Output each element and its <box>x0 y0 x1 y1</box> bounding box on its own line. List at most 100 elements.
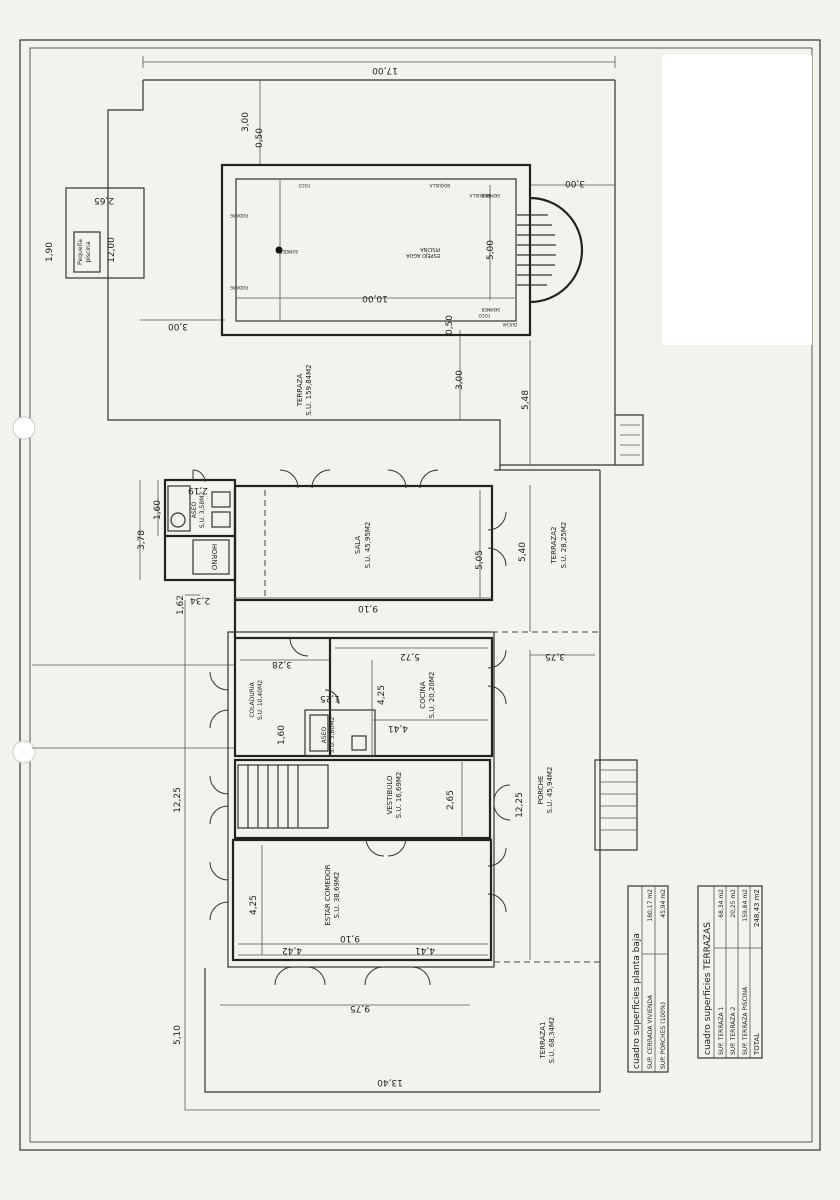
room-estar-area: S.U. 38,69M2 <box>333 872 341 919</box>
pool-tag: FOCO <box>299 183 310 188</box>
room-horno-name: HORNO <box>210 544 218 571</box>
table-terrazas-total-value: 248,43 m2 <box>753 889 761 927</box>
dim-terrace-gap: 3,00 <box>455 370 465 390</box>
pool-tag: DUCHA <box>502 322 517 327</box>
dim-bottom-width: 13,40 <box>377 1077 403 1087</box>
table-terrazas-row2-label: SUP. TERRAZA 2 <box>730 1007 737 1055</box>
dim-annex-small: 2,19 <box>188 485 208 495</box>
pool-drain-dot <box>275 246 283 254</box>
room-estar-name: ESTAR COMEDOR <box>324 864 332 925</box>
pool-tag: FOCO <box>479 313 490 318</box>
dimension-labels: 17,00 3,00 0,50 3,00 3,00 0,50 10,00 5,0… <box>45 65 585 1087</box>
dim-top-width: 17,00 <box>372 65 398 75</box>
pool-tag: RODAPIE <box>230 285 248 290</box>
pool-main-surface: ESPEJO AGUA <box>406 252 440 258</box>
room-cocina-area: S.U. 20,20M2 <box>428 672 436 719</box>
terraza1-outline <box>184 960 601 1111</box>
table-planta-row2-value: 45,94 m2 <box>660 889 667 918</box>
table-terrazas-row3-label: SUP. TERRAZA PISCINA <box>742 986 749 1055</box>
room-sala-area: S.U. 45,95M2 <box>364 522 372 569</box>
binder-hole-top <box>12 416 36 440</box>
room-sala-name: SALA <box>354 536 362 554</box>
dim-vest-h: 2,65 <box>446 790 456 810</box>
pool-tag: SUMIDERO <box>276 249 298 254</box>
dimension-lines-top <box>140 56 616 465</box>
room-labels: TERRAZA S.U. 159,84M2 ASEO S.U. 3,58M2 H… <box>191 364 568 1063</box>
pool-tag: SKIMMER <box>481 307 500 312</box>
dim-small-pool-w: 2,65 <box>94 195 114 205</box>
dim-pool-setback-top: 3,00 <box>241 112 251 132</box>
binder-hole-bottom <box>12 740 36 764</box>
room-aseo-area: S.U. 3,80M2 <box>329 717 336 753</box>
table-planta-row2-label: SUP. PORCHES (100%) <box>660 1002 667 1069</box>
table-planta-title: cuadro superficies planta baja <box>632 933 642 1069</box>
room-terraza1-name: TERRAZA1 <box>539 1022 547 1060</box>
table-terrazas-row1-value: 68,34 m2 <box>718 889 725 918</box>
dim-terrace-depth: 5,48 <box>521 390 531 410</box>
pool-main-label: PISCINA <box>420 246 440 252</box>
dim-annex-small2: 2,34 <box>190 595 210 605</box>
dim-cocina-h: 4,25 <box>377 685 387 705</box>
table-planta-baja: cuadro superficies planta baja SUP. CERR… <box>627 885 669 1073</box>
dim-aseo-d: 1,60 <box>277 725 287 745</box>
pool-terrace-outline <box>107 79 644 470</box>
table-planta-row1-label: SUP. CERRADA VIVIENDA <box>647 994 654 1069</box>
doors <box>209 469 511 986</box>
dim-terraza1-d: 5,10 <box>173 1025 183 1045</box>
dim-annex-h1: 1,60 <box>153 500 163 520</box>
sheet-outer-frame <box>19 39 821 1151</box>
room-coladuria-area: S.U. 10,40M2 <box>257 680 264 720</box>
table-terrazas-row2-value: 20,25 m2 <box>730 889 737 918</box>
room-terraza2-area: S.U. 28,25M2 <box>560 522 568 569</box>
table-terrazas: cuadro superficies TERRAZAS SUP. TERRAZA… <box>697 885 763 1059</box>
house-walls <box>227 484 495 968</box>
dim-porch-length: 12,25 <box>515 792 525 818</box>
pool-tags: RODAPIE RODAPIE SKIMMER SKIMMER FOCO BOQ… <box>77 183 517 327</box>
room-terraza2-name: TERRAZA2 <box>550 527 558 565</box>
room-vestibulo-area: S.U. 16,69M2 <box>395 772 403 819</box>
porch-outline <box>492 469 638 965</box>
dim-house-depth: 12,25 <box>173 787 183 813</box>
small-pool-label-2: piscina <box>85 241 92 262</box>
table-terrazas-total-label: TOTAL <box>753 1033 761 1056</box>
table-planta-row1-value: 180,17 m2 <box>647 889 654 922</box>
dim-estar-a: 4,42 <box>282 945 302 955</box>
dim-colada-w: 3,28 <box>272 659 292 669</box>
dim-small-pool-len: 12,00 <box>107 237 117 263</box>
room-aseo-ext-area: S.U. 3,58M2 <box>199 492 206 528</box>
dim-small-pool-h: 1,90 <box>45 242 55 262</box>
table-terrazas-title: cuadro superficies TERRAZAS <box>703 922 713 1055</box>
pool-tag: BOQUILLA <box>429 183 450 188</box>
dim-cocina-w: 5,72 <box>400 651 420 661</box>
pool-tag: BOQUILLA <box>469 193 490 198</box>
sheet-inner-frame <box>29 47 813 1143</box>
dim-pool-edge-top: 0,50 <box>255 128 265 148</box>
room-cocina-name: COCINA <box>419 681 427 709</box>
dim-estar-w: 9,10 <box>340 933 360 943</box>
room-terraza-piscina-area: S.U. 159,84M2 <box>305 364 313 415</box>
room-porche-area: S.U. 45,94M2 <box>546 767 554 814</box>
room-porche-name: PORCHE <box>537 776 545 805</box>
dim-sala-width: 9,10 <box>358 603 378 613</box>
room-coladuria-name: COLADURIA <box>249 681 256 717</box>
room-terraza1-area: S.U. 68,34M2 <box>548 1017 556 1064</box>
dim-estar-b: 4,41 <box>415 945 435 955</box>
dim-pool-left-gap: 3,00 <box>168 321 188 331</box>
dim-pool-right-gap: 3,00 <box>565 178 585 188</box>
dim-aseo-w: 1,25 <box>320 693 340 703</box>
dimension-lines-house <box>139 480 595 960</box>
dim-pool-length: 10,00 <box>362 293 388 303</box>
table-terrazas-row3-value: 159,84 m2 <box>742 889 749 922</box>
dim-terraza1-w: 9,75 <box>350 1003 370 1013</box>
room-aseo-name: ASEO <box>321 727 328 744</box>
swimming-pool <box>220 163 584 337</box>
dim-porch-depth: 3,75 <box>545 651 565 661</box>
dim-pool-width: 5,00 <box>486 240 496 260</box>
room-vestibulo-name: VESTIBULO <box>386 775 394 815</box>
dim-cocina-d: 4,41 <box>388 723 408 733</box>
dim-terraza2-depth: 5,40 <box>518 542 528 562</box>
dim-estar-h: 4,25 <box>249 895 259 915</box>
dim-annex-h2: 3,78 <box>137 530 147 550</box>
pool-tag: SKIMMER <box>481 193 500 198</box>
